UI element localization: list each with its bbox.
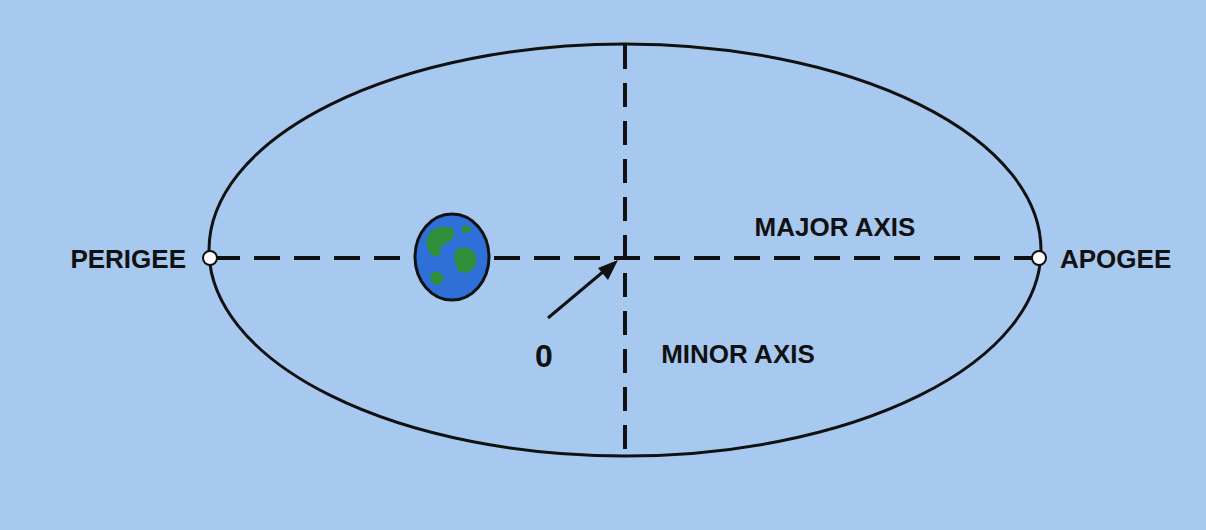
axis-label: MAJOR AXIS bbox=[755, 214, 916, 240]
axis-label: MINOR AXIS bbox=[661, 341, 815, 367]
earth-icon bbox=[415, 214, 489, 300]
apse-label: APOGEE bbox=[1060, 246, 1171, 272]
apse-label: PERIGEE bbox=[70, 246, 186, 272]
callout-number: 0 bbox=[535, 340, 553, 372]
minor-axis-line bbox=[623, 45, 627, 455]
orbit-ellipse bbox=[209, 44, 1041, 456]
focus-pointer-arrow bbox=[548, 260, 618, 318]
apogee-point bbox=[1032, 251, 1046, 265]
perigee-point bbox=[203, 251, 217, 265]
